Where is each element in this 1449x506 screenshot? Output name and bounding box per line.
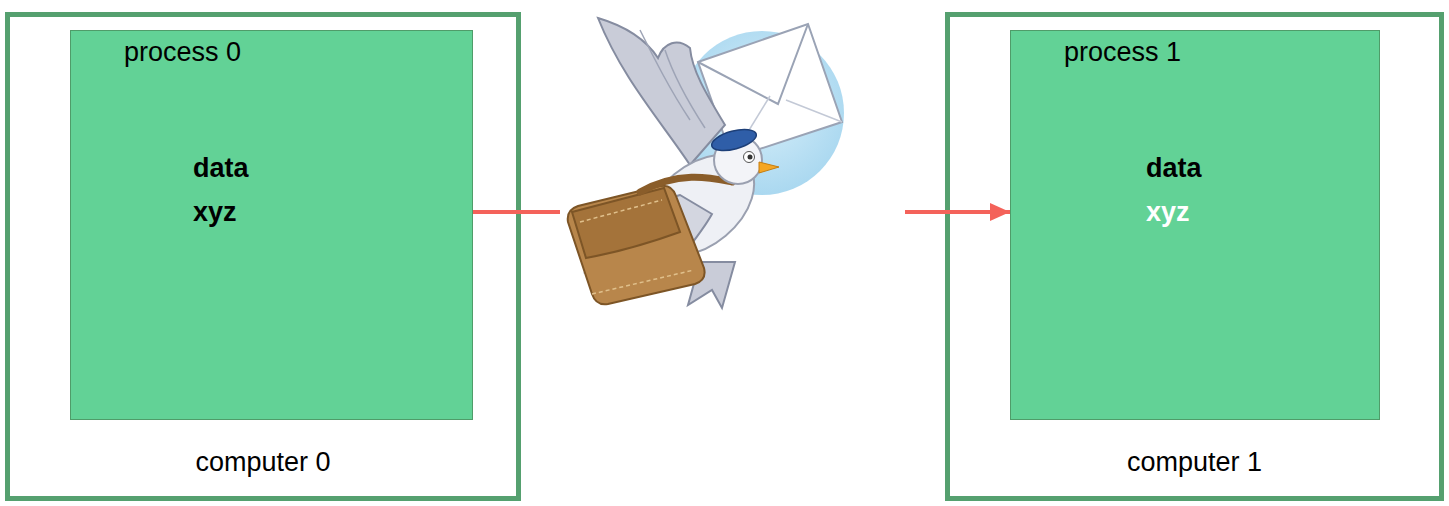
envelope-flap (698, 24, 808, 104)
bag-stitching (580, 200, 694, 294)
process-label: process 0 (124, 36, 241, 68)
computer-box: computer 1 process 1 data xyz (945, 12, 1444, 501)
data-label: data (193, 152, 249, 184)
computer-label: computer 0 (10, 446, 516, 478)
pigeon-wing (598, 18, 725, 165)
bag-strap (640, 177, 732, 192)
process-box: process 0 data xyz (70, 30, 473, 420)
process-label: process 1 (1064, 36, 1181, 68)
pigeon-beak (759, 162, 779, 173)
pigeon-eye (744, 152, 755, 163)
message-arrow (473, 210, 1010, 214)
bag-body (568, 186, 705, 305)
data-value: xyz (193, 196, 237, 228)
wing-feather (640, 30, 705, 128)
process-box: process 1 data xyz (1010, 30, 1380, 420)
computer-label: computer 1 (950, 446, 1439, 478)
envelope (698, 24, 842, 158)
pigeon-pupil (748, 155, 753, 160)
data-value: xyz (1146, 196, 1190, 228)
mail-bag (568, 177, 732, 304)
envelope-fold (786, 100, 842, 122)
data-label: data (1146, 152, 1202, 184)
pigeon-cap (709, 125, 758, 154)
envelope-body (698, 24, 842, 158)
bag-flap (572, 188, 680, 258)
computer-box: computer 0 process 0 data xyz (5, 12, 521, 501)
